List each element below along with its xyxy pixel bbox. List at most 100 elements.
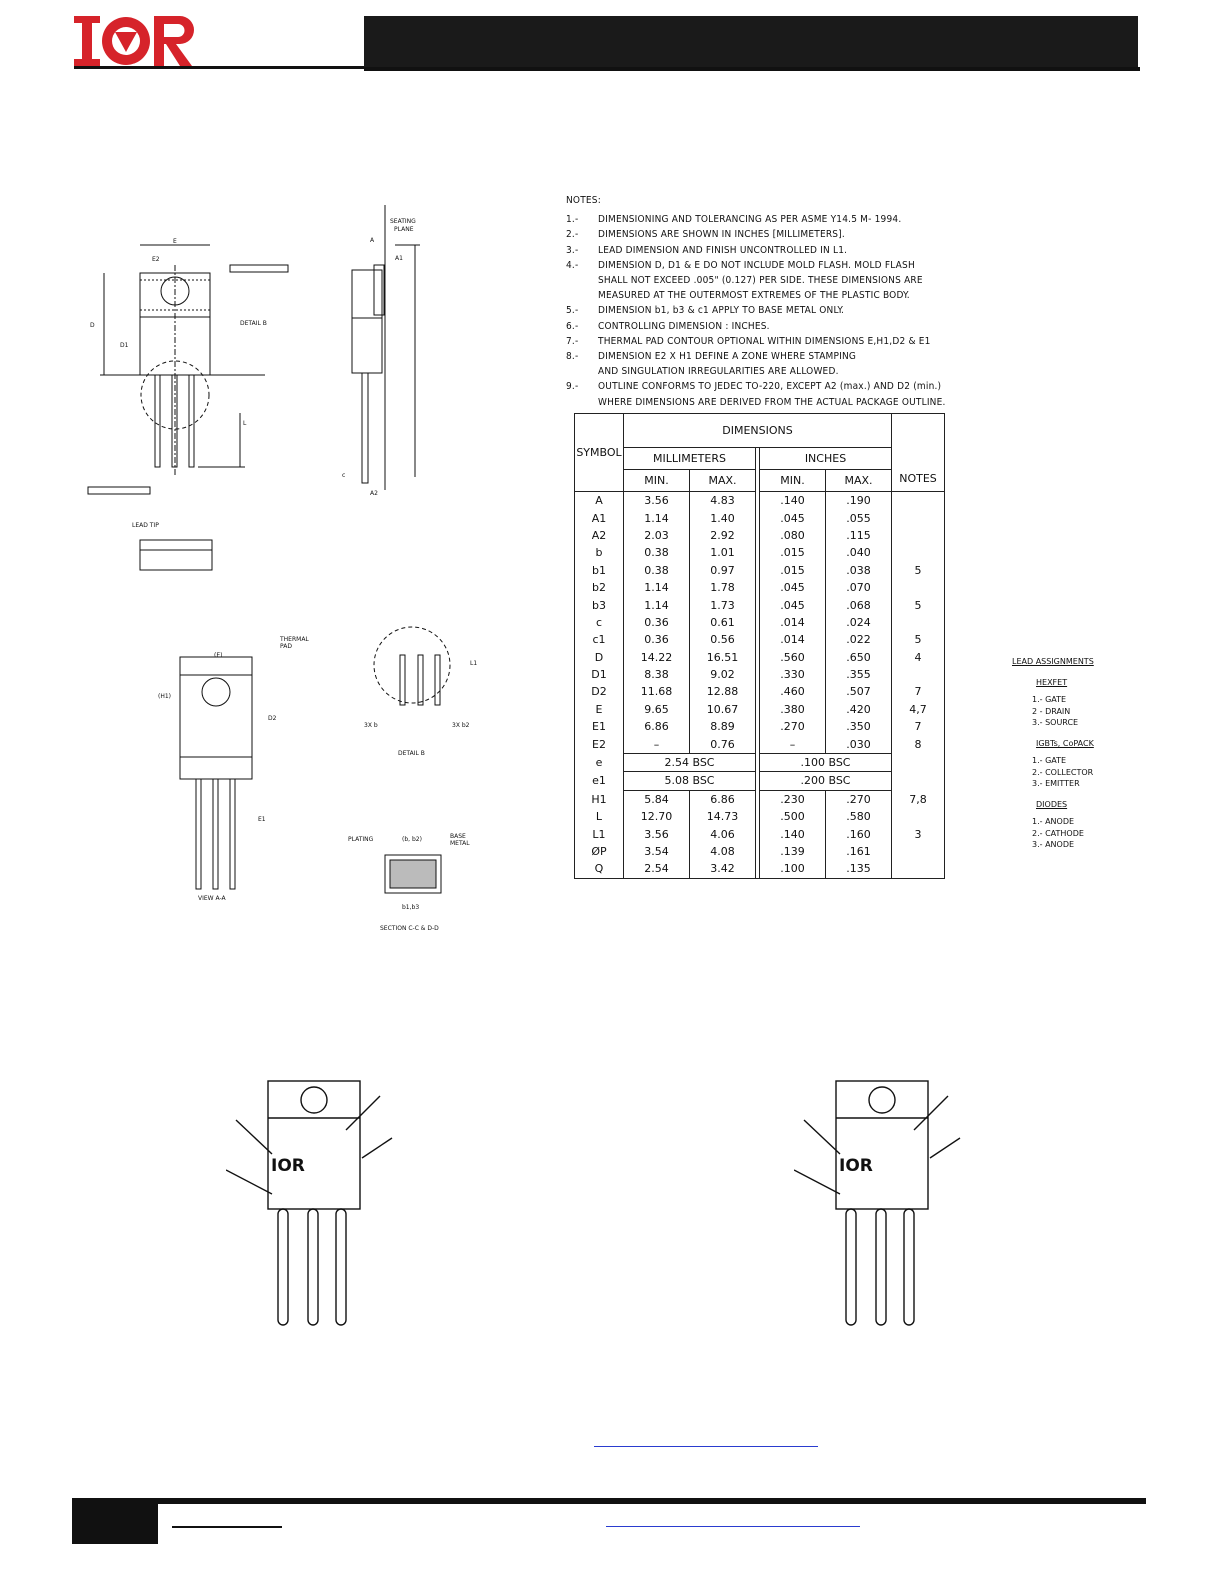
link-underline[interactable] <box>594 1446 818 1447</box>
lead-item: 2.- CATHODE <box>1032 828 1084 838</box>
table-cell: 0.38 <box>623 544 690 562</box>
table-cell: 8 <box>891 735 945 754</box>
table-cell: 2.54 <box>623 860 690 879</box>
svg-text:METAL: METAL <box>450 840 470 847</box>
table-cell: .040 <box>825 544 892 562</box>
svg-text:DETAIL B: DETAIL B <box>398 750 425 757</box>
svg-text:BASE: BASE <box>450 833 466 840</box>
lead-item: 1.- GATE <box>1032 695 1067 704</box>
note-item: 3.-LEAD DIMENSION AND FINISH UNCONTROLLE… <box>566 243 966 258</box>
table-cell <box>891 544 945 562</box>
svg-text:A: A <box>370 237 375 244</box>
table-cell: .024 <box>825 613 892 632</box>
lead-item: 1.- ANODE <box>1032 817 1075 826</box>
svg-text:c: c <box>342 472 345 479</box>
in-max-header: MAX. <box>825 469 892 492</box>
table-cell: .270 <box>759 718 826 736</box>
note-item: 6.-CONTROLLING DIMENSION : INCHES. <box>566 319 966 334</box>
table-cell: H1 <box>574 790 624 809</box>
svg-text:E1: E1 <box>258 816 266 823</box>
table-cell: .135 <box>825 860 892 879</box>
mm-min-header: MIN. <box>623 469 690 492</box>
table-cell: 3 <box>891 825 945 843</box>
table-cell: A1 <box>574 509 624 527</box>
table-cell: .161 <box>825 842 892 861</box>
notes-heading: NOTES: <box>566 195 601 206</box>
note-number: 1.- <box>566 214 579 226</box>
table-cell: .100 BSC <box>759 752 892 773</box>
table-cell: 6.86 <box>689 790 756 809</box>
table-cell: .355 <box>825 665 892 684</box>
table-cell: .380 <box>759 700 826 719</box>
footer-page-box <box>72 1498 158 1544</box>
table-cell: .015 <box>759 561 826 579</box>
note-number: 4.- <box>566 259 579 271</box>
table-cell: 1.73 <box>689 596 756 614</box>
table-cell: .140 <box>759 825 826 843</box>
table-cell: .460 <box>759 683 826 701</box>
table-cell: 2.92 <box>689 526 756 545</box>
header-bar <box>364 16 1138 70</box>
note-item: 8.-DIMENSION E2 X H1 DEFINE A ZONE WHERE… <box>566 349 966 379</box>
svg-text:D1: D1 <box>120 342 129 349</box>
svg-text:E2: E2 <box>152 256 160 263</box>
table-cell: .014 <box>759 631 826 649</box>
note-number: 9.- <box>566 381 579 393</box>
table-cell: 1.78 <box>689 578 756 597</box>
table-cell: .507 <box>825 683 892 701</box>
table-cell: 1.40 <box>689 509 756 527</box>
table-cell: 12.70 <box>623 808 690 826</box>
note-item: 4.-DIMENSION D, D1 & E DO NOT INCLUDE MO… <box>566 258 966 304</box>
table-cell: .270 <box>825 790 892 809</box>
table-cell: L1 <box>574 825 624 843</box>
lead-item: 3.- ANODE <box>1032 840 1075 849</box>
table-cell: .038 <box>825 561 892 579</box>
table-cell: 5.84 <box>623 790 690 809</box>
table-cell: 1.14 <box>623 509 690 527</box>
inches-header: INCHES <box>759 447 892 470</box>
dimensions-header: DIMENSIONS <box>623 413 892 448</box>
table-cell: .650 <box>825 648 892 666</box>
table-cell: 7 <box>891 683 945 701</box>
table-cell: 16.51 <box>689 648 756 666</box>
table-cell: c1 <box>574 631 624 649</box>
table-cell: 3.56 <box>623 491 690 510</box>
lead-item: 3.- SOURCE <box>1032 718 1079 727</box>
table-cell: 0.61 <box>689 613 756 632</box>
table-cell: b1 <box>574 561 624 579</box>
note-item: 1.-DIMENSIONING AND TOLERANCING AS PER A… <box>566 212 966 227</box>
svg-text:(b, b2): (b, b2) <box>402 836 422 843</box>
note-text: DIMENSION E2 X H1 DEFINE A ZONE WHERE ST… <box>598 351 857 378</box>
note-number: 3.- <box>566 244 579 256</box>
table-cell: 5 <box>891 561 945 579</box>
table-cell <box>891 578 945 597</box>
table-cell: 5.08 BSC <box>623 771 756 791</box>
table-cell: E2 <box>574 735 624 754</box>
table-cell: 0.56 <box>689 631 756 649</box>
in-min-header: MIN. <box>759 469 826 492</box>
table-cell: 5 <box>891 596 945 614</box>
lead-assignments-title: LEAD ASSIGNMENTS <box>1012 657 1094 666</box>
table-cell: 12.88 <box>689 683 756 701</box>
table-cell: .350 <box>825 718 892 736</box>
table-cell: 7 <box>891 718 945 736</box>
table-cell: D2 <box>574 683 624 701</box>
svg-text:(E): (E) <box>214 652 222 659</box>
table-cell: 2.03 <box>623 526 690 545</box>
footer-link-underline[interactable] <box>606 1526 860 1527</box>
table-cell: b <box>574 544 624 562</box>
table-cell: .030 <box>825 735 892 754</box>
table-cell: A <box>574 491 624 510</box>
table-cell <box>891 808 945 826</box>
svg-text:E: E <box>173 238 177 245</box>
svg-text:3X b2: 3X b2 <box>452 722 470 729</box>
table-cell: 8.38 <box>623 665 690 684</box>
